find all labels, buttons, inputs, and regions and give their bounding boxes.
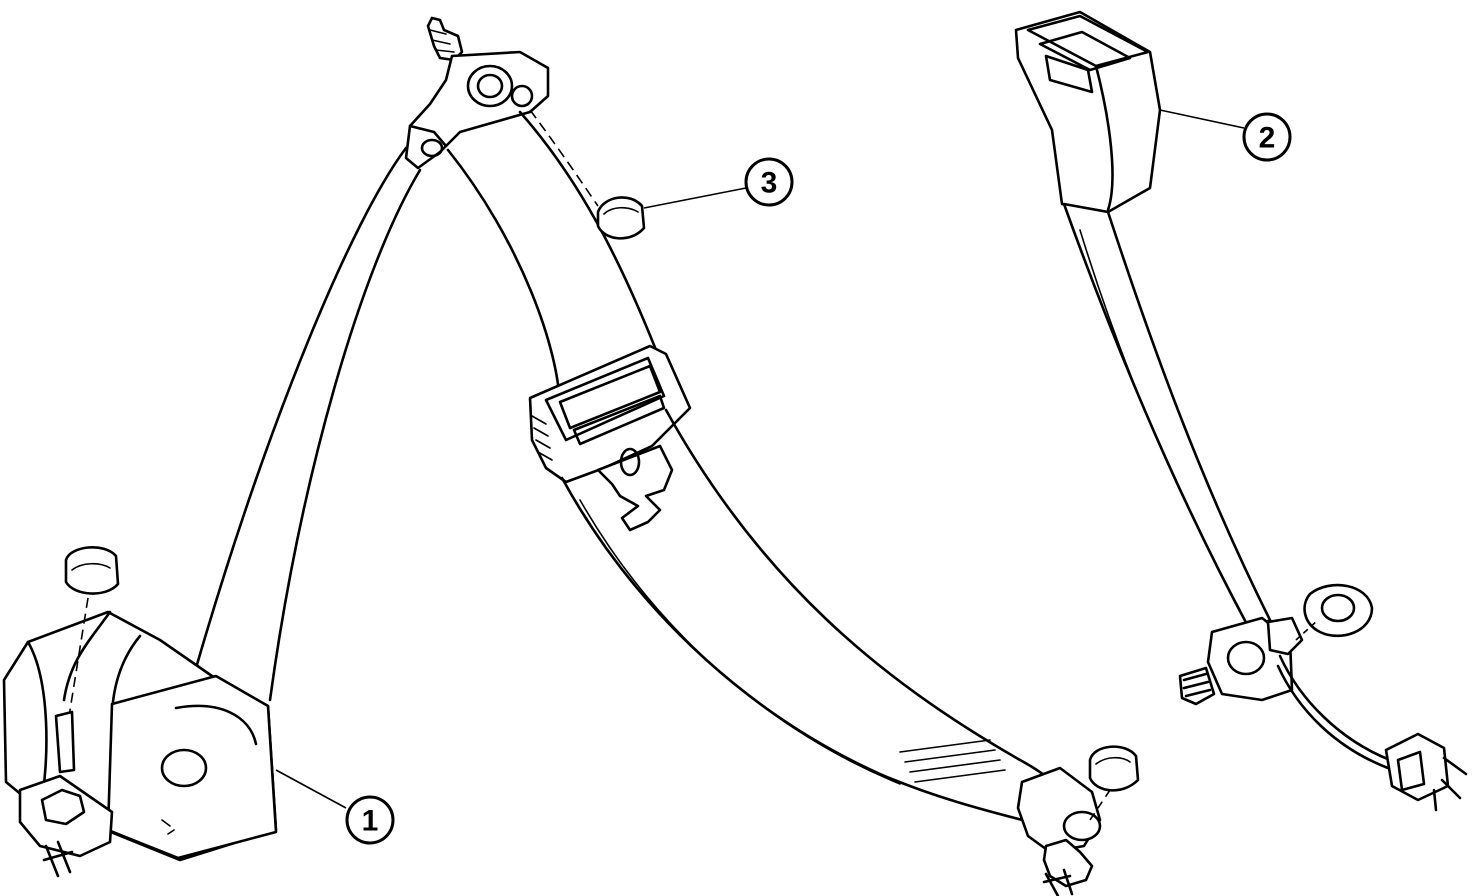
callout-3: 3 bbox=[643, 157, 794, 209]
upper-anchor-assembly bbox=[404, 16, 550, 170]
shoulder-webbing bbox=[194, 110, 658, 702]
tongue-plate bbox=[528, 344, 692, 532]
retractor-1 bbox=[2, 545, 278, 878]
lower-anchor-assembly bbox=[1016, 745, 1140, 896]
callout-2: 2 bbox=[1159, 109, 1292, 162]
buckle-anchor-assembly bbox=[1178, 583, 1468, 812]
callout-3-label: 3 bbox=[761, 167, 778, 200]
buckle-2 bbox=[1014, 10, 1272, 632]
callout-1-label: 1 bbox=[362, 805, 379, 838]
callout-1: 1 bbox=[275, 769, 395, 845]
cap-3 bbox=[529, 109, 646, 240]
callout-2-label: 2 bbox=[1259, 122, 1276, 155]
